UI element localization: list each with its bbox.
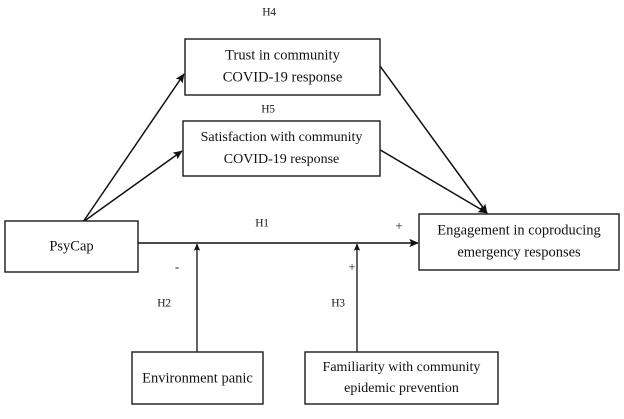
- node-satisfaction-with-community: Satisfaction with community COVID-19 res…: [182, 120, 381, 177]
- node-environment-panic-label: Environment panic: [142, 370, 253, 386]
- node-engagement-label-line1: Engagement in coproducing: [437, 222, 600, 238]
- sign-label-h3-positive: +: [348, 259, 355, 274]
- node-engagement-box: [418, 213, 620, 271]
- edge-satisfaction-to-engagement: [376, 147, 488, 214]
- node-environment-panic-box: [131, 351, 264, 405]
- hypothesis-label-h2: H2: [157, 298, 171, 310]
- edge-trust-to-engagement: [379, 65, 488, 214]
- node-familiarity-label-line1: Familiarity with community: [323, 360, 481, 375]
- hypothesis-label-h3: H3: [331, 298, 345, 310]
- hypothesis-label-h5: H5: [261, 104, 275, 116]
- node-trust-label-line2: COVID-19 response: [223, 69, 343, 85]
- node-satisfaction-label-line2: COVID-19 response: [224, 152, 339, 167]
- sign-label-h1-positive: +: [395, 218, 402, 233]
- node-trust-box: [184, 38, 381, 96]
- hypothesis-label-h1: H1: [255, 218, 269, 230]
- node-satisfaction-label-line1: Satisfaction with community: [201, 130, 363, 145]
- node-familiarity: Familiarity with community epidemic prev…: [304, 351, 499, 405]
- node-satisfaction-box: [182, 120, 381, 177]
- node-environment-panic: Environment panic: [131, 351, 264, 405]
- edge-psycap-to-trust: [82, 73, 185, 223]
- node-engagement: Engagement in coproducing emergency resp…: [418, 213, 620, 271]
- node-familiarity-label-line2: epidemic prevention: [344, 381, 459, 396]
- node-familiarity-box: [304, 351, 499, 405]
- node-psycap-box: [4, 220, 139, 273]
- node-psycap: PsyCap: [4, 220, 139, 273]
- node-trust-label-line1: Trust in community: [225, 47, 340, 63]
- node-psycap-label: PsyCap: [49, 238, 93, 254]
- edge-psycap-to-satisfaction: [82, 150, 183, 223]
- node-trust-in-community: Trust in community COVID-19 response: [184, 38, 381, 96]
- node-engagement-label-line2: emergency responses: [457, 244, 581, 260]
- hypothesis-label-h4: H4: [262, 7, 276, 19]
- sign-label-h2-negative: -: [175, 259, 179, 274]
